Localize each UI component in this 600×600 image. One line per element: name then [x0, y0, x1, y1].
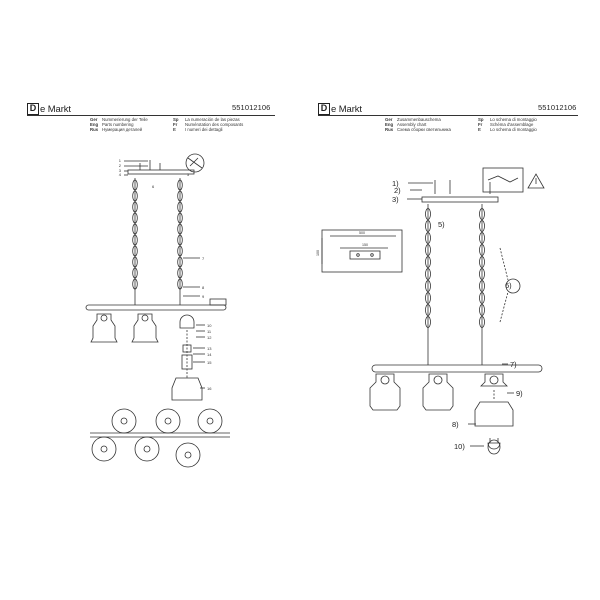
svg-text:11: 11 — [207, 329, 212, 334]
svg-text:150: 150 — [362, 243, 368, 247]
main-bar — [371, 364, 543, 373]
part-number-labels: 1 2 3 4 5 6 7 8 9 10 11 12 13 14 15 16 — [119, 158, 212, 391]
shade-left — [90, 313, 118, 343]
chain-left — [425, 208, 431, 328]
inset-dimension-labels: 500 150 100 — [316, 231, 368, 256]
svg-text:14: 14 — [207, 352, 212, 357]
bottom-view — [90, 408, 230, 468]
svg-text:1): 1) — [392, 179, 399, 188]
canopy-plate — [127, 169, 195, 175]
shade-middle — [131, 313, 159, 343]
svg-text:12: 12 — [207, 335, 212, 340]
svg-text:100: 100 — [316, 250, 320, 256]
svg-text:1: 1 — [119, 158, 122, 163]
shade-exploded — [474, 401, 514, 427]
svg-text:9): 9) — [516, 389, 523, 398]
svg-text:5): 5) — [438, 220, 445, 229]
main-bar — [85, 304, 227, 311]
chain-link-detail — [505, 278, 521, 294]
parts-diagram: 1 2 3 4 5 6 7 8 9 10 11 12 13 14 15 16 — [85, 153, 230, 468]
socket-body — [181, 354, 193, 370]
shade-middle — [422, 373, 454, 411]
svg-text:6: 6 — [152, 184, 155, 189]
svg-text:8: 8 — [202, 285, 205, 290]
svg-text:500: 500 — [359, 231, 365, 235]
svg-text:7): 7) — [510, 360, 517, 369]
svg-text:10): 10) — [454, 442, 465, 451]
svg-text:13: 13 — [207, 346, 212, 351]
logo-mark: D — [27, 103, 39, 115]
svg-text:3): 3) — [392, 195, 399, 204]
brand-logo: D e Markt — [318, 103, 362, 115]
wire-detail-icon — [185, 153, 205, 173]
svg-text:3: 3 — [119, 168, 122, 173]
shade-right-socket — [480, 373, 508, 387]
logo-text: e Markt — [40, 103, 71, 115]
svg-text:15: 15 — [207, 360, 212, 365]
svg-text:9: 9 — [202, 294, 205, 299]
svg-text:7: 7 — [202, 256, 205, 261]
svg-text:2): 2) — [394, 186, 401, 195]
svg-text:16: 16 — [207, 386, 212, 391]
svg-text:4: 4 — [119, 172, 122, 177]
chain-right — [177, 179, 183, 290]
canopy-plate — [421, 196, 499, 203]
svg-text:2: 2 — [119, 163, 122, 168]
article-number: 551012106 — [232, 103, 271, 112]
logo-mark: D — [318, 103, 330, 115]
svg-text:6): 6) — [505, 281, 512, 290]
logo-text: e Markt — [331, 103, 362, 115]
shade-left — [369, 373, 401, 411]
shade-exploded — [171, 377, 203, 401]
wiring-detail — [482, 167, 524, 193]
warning-icon — [527, 173, 545, 189]
socket-ring — [182, 344, 192, 353]
assembly-step-labels: 1) 2) 3) 5) 6) 7) 9) 8) 10) — [392, 179, 523, 451]
dimension-inset — [321, 229, 403, 273]
header-rule — [318, 115, 578, 116]
chain-left — [132, 179, 138, 290]
article-number: 551012106 — [538, 103, 577, 112]
svg-text:5: 5 — [187, 172, 190, 177]
svg-text:10: 10 — [207, 323, 212, 328]
svg-text:8): 8) — [452, 420, 459, 429]
socket-cup — [179, 314, 195, 329]
header-rule — [27, 115, 275, 116]
brand-logo: D e Markt — [27, 103, 71, 115]
chain-right — [479, 208, 485, 328]
assembly-diagram: 1) 2) 3) 5) 6) 7) 9) 8) 10) 500 150 100 — [316, 167, 545, 455]
